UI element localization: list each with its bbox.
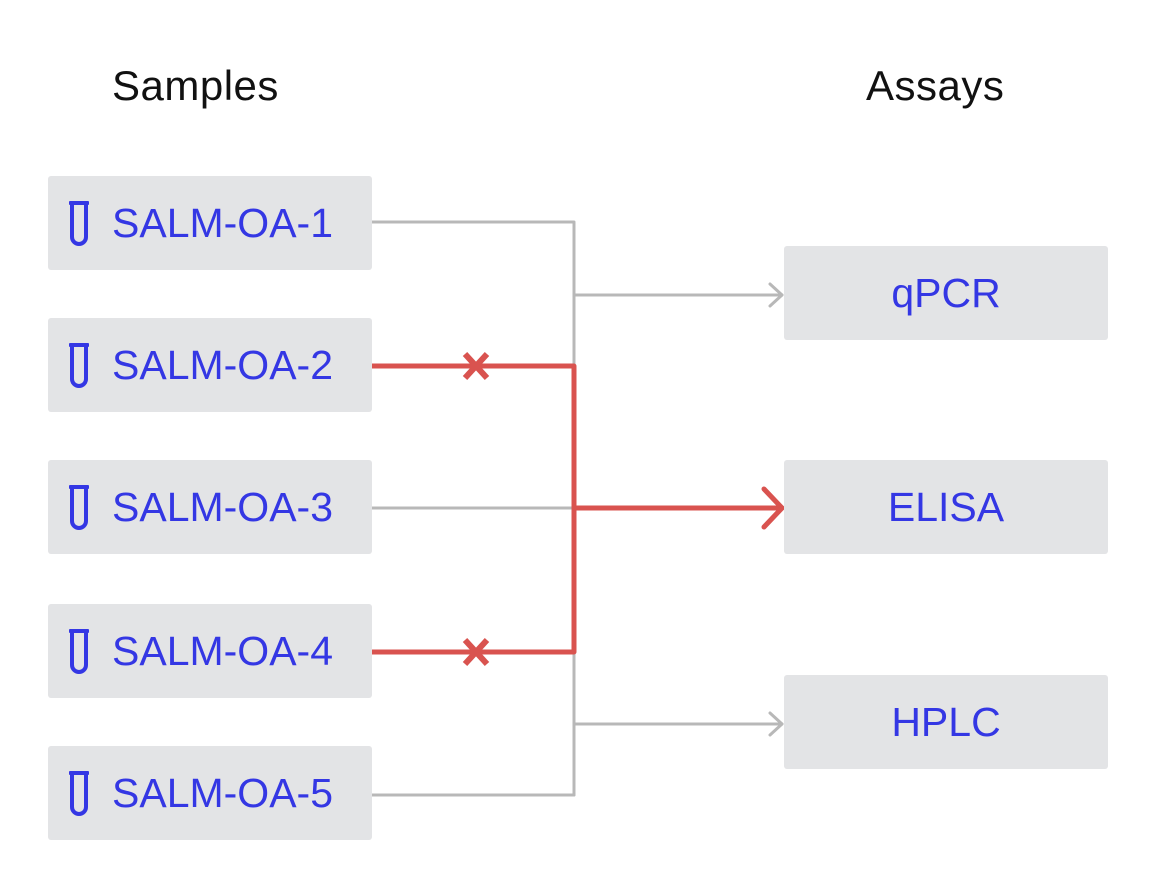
test-tube-icon [69, 485, 89, 530]
sample-node-salm-oa-3[interactable]: SALM-OA-3 [48, 460, 372, 554]
sample-label: SALM-OA-3 [112, 483, 333, 530]
sample-label: SALM-OA-5 [112, 769, 333, 816]
assay-node-hplc[interactable]: HPLC [784, 675, 1108, 769]
sample-label: SALM-OA-2 [112, 341, 333, 388]
arrowhead-qpcr [768, 282, 784, 308]
assay-node-elisa[interactable]: ELISA [784, 460, 1108, 554]
test-tube-icon [69, 343, 89, 388]
test-tube-icon [69, 201, 89, 246]
assay-label: HPLC [891, 698, 1001, 745]
assay-node-qpcr[interactable]: qPCR [784, 246, 1108, 340]
connector-salm-oa-1 [370, 220, 576, 797]
blocked-marker-salm-oa-4 [462, 637, 490, 667]
sample-node-salm-oa-1[interactable]: SALM-OA-1 [48, 176, 372, 270]
sample-node-salm-oa-2[interactable]: SALM-OA-2 [48, 318, 372, 412]
samples-heading: Samples [112, 62, 279, 109]
arrowhead-elisa [761, 486, 785, 530]
test-tube-icon [69, 771, 89, 816]
sample-node-salm-oa-5[interactable]: SALM-OA-5 [48, 746, 372, 840]
sample-node-salm-oa-4[interactable]: SALM-OA-4 [48, 604, 372, 698]
blocked-marker-salm-oa-2 [462, 351, 490, 381]
arrowhead-hplc [768, 711, 784, 737]
connector-salm-oa-2 [369, 363, 577, 655]
test-tube-icon [69, 629, 89, 674]
assay-label: qPCR [891, 269, 1001, 316]
sample-label: SALM-OA-4 [112, 627, 333, 674]
sample-label: SALM-OA-1 [112, 199, 333, 246]
assays-heading: Assays [866, 62, 1005, 109]
assay-label: ELISA [887, 483, 1005, 530]
